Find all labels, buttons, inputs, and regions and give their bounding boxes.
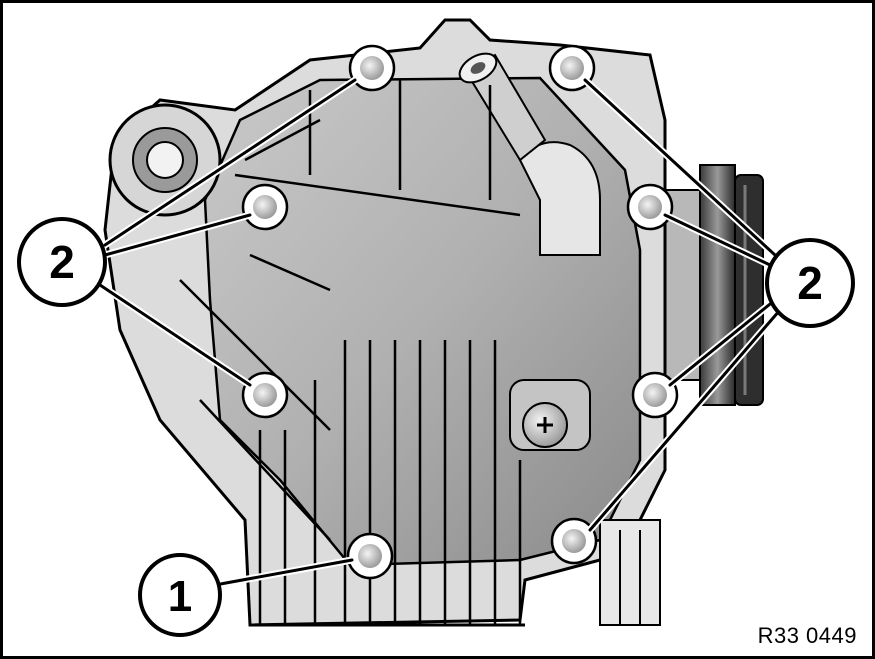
fill-plug [509, 379, 591, 451]
callout-2-right: 2 [765, 238, 855, 328]
callout-2-right-number: 2 [797, 257, 823, 309]
callout-1-number: 1 [168, 572, 192, 621]
breather-tube [458, 52, 547, 162]
bolt-hole [631, 371, 679, 419]
bolt-hole [626, 183, 674, 231]
leader-lines [96, 76, 784, 589]
callout-2-left: 2 [17, 217, 107, 307]
left-mount-boss [108, 103, 222, 217]
bolt-hole [550, 517, 598, 565]
bolt-hole [241, 183, 289, 231]
housing-ribs [179, 80, 521, 541]
reference-code: R33 0449 [751, 621, 863, 651]
callout-2-left-number: 2 [49, 236, 75, 288]
bolt-hole [241, 371, 289, 419]
callout-1: 1 [138, 553, 222, 637]
bolt-hole [348, 44, 396, 92]
cooling-fins [250, 340, 525, 627]
bolt-hole [346, 532, 394, 580]
